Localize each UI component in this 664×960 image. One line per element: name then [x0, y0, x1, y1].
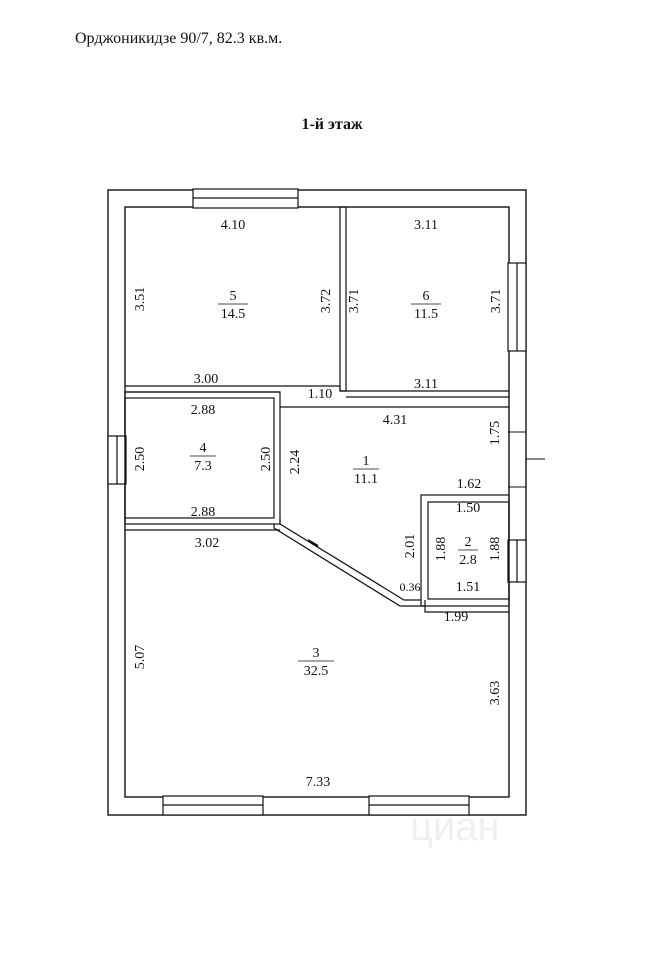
dim-passage: 1.10 [308, 387, 333, 402]
room-2-area: 2.8 [459, 553, 477, 568]
dim-r2-right: 1.88 [488, 537, 503, 562]
vertical-dimension-labels: 3.51 3.72 3.71 3.71 2.50 2.50 2.24 1.75 … [133, 287, 504, 706]
dim-diag: 0.36 [400, 580, 421, 594]
dim-r3-step: 1.99 [444, 610, 469, 625]
dim-r4-top: 2.88 [191, 403, 216, 418]
dim-r6-top: 3.11 [414, 218, 438, 233]
dim-r5-bottom: 3.00 [194, 372, 219, 387]
entrance-door [508, 431, 545, 488]
windows [107, 188, 527, 816]
room-2-number: 2 [465, 535, 472, 550]
dim-r1-top: 4.31 [383, 413, 408, 428]
dim-r2-top: 1.50 [456, 501, 481, 516]
dim-r3-right: 3.63 [488, 681, 503, 706]
dim-r1-mid: 1.62 [457, 477, 482, 492]
room-6-area: 11.5 [414, 307, 438, 322]
dim-r6-left: 3.71 [347, 289, 362, 314]
room-4-number: 4 [200, 441, 207, 456]
interior-walls [124, 206, 510, 613]
dim-r3-bottom: 7.33 [306, 775, 331, 790]
room-3-area: 32.5 [304, 664, 329, 679]
room-4-area: 7.3 [194, 459, 212, 474]
plan-title: Орджоникидзе 90/7, 82.3 кв.м. [75, 30, 283, 47]
room-5-area: 14.5 [221, 307, 246, 322]
room-1-area: 11.1 [354, 472, 378, 487]
floor-label: 1-й этаж [301, 116, 363, 133]
dim-r5-right: 3.72 [319, 289, 334, 314]
dim-r4-bottom: 2.88 [191, 505, 216, 520]
room-5-number: 5 [230, 289, 237, 304]
dim-r2-left: 1.88 [434, 537, 449, 562]
dim-r3-top: 3.02 [195, 536, 220, 551]
watermark: циан [410, 805, 500, 849]
dim-r6-right: 3.71 [489, 289, 504, 314]
dim-r3-left: 5.07 [133, 645, 148, 670]
dim-r5-left: 3.51 [133, 287, 148, 312]
room-6-number: 6 [423, 289, 430, 304]
room-labels: 5 14.5 6 11.5 4 7.3 1 11.1 2 2.8 3 32.5 [190, 289, 478, 679]
dim-r1-left: 2.24 [288, 450, 303, 475]
room-1-number: 1 [363, 454, 370, 469]
dim-r1-bath-side: 2.01 [403, 534, 418, 559]
dim-r5-top: 4.10 [221, 218, 246, 233]
dimension-labels: 4.10 3.11 3.00 1.10 3.11 2.88 4.31 2.88 … [191, 218, 482, 790]
dim-r2-bottom: 1.51 [456, 580, 481, 595]
dim-r6-bottom: 3.11 [414, 377, 438, 392]
dim-r4-left: 2.50 [133, 447, 148, 472]
dim-r1-right: 1.75 [488, 421, 503, 446]
dim-r4-right: 2.50 [259, 447, 274, 472]
room-3-number: 3 [313, 646, 320, 661]
